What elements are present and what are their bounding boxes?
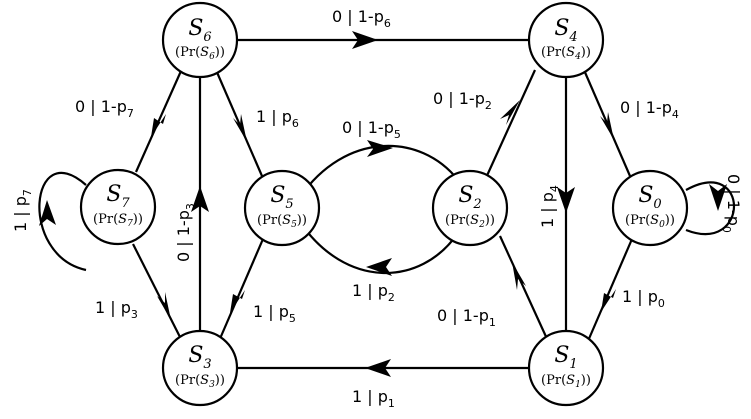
arrowhead-s6-s4 (352, 31, 378, 49)
arrowhead-s5-s2 (367, 140, 393, 157)
arrowhead-s6-s5 (233, 114, 247, 142)
arrowhead-s5-s3 (230, 290, 245, 313)
state-s0: S0 (Pr(S0)) (611, 169, 689, 247)
edge-s6-s5 (214, 69, 264, 177)
edge-s7-s7 (38, 171, 87, 272)
arrowhead-s7-s7 (39, 200, 56, 226)
arrowhead-s1-s2 (512, 262, 526, 290)
label-s6-s4: 0 | 1-p6 (332, 7, 391, 30)
label-s7-s6: 0 | 1-p7 (75, 97, 134, 120)
edge-s1-s2 (498, 235, 550, 342)
label-s5-s2: 0 | 1-p5 (342, 118, 401, 141)
arrowhead-s4-s0 (600, 112, 614, 140)
state-s3-probability: (Pr(S3)) (175, 373, 225, 390)
state-s2: S2 (Pr(S2)) (431, 169, 509, 247)
label-s3-s7: 1 | p3 (95, 298, 138, 321)
state-s3-circle (161, 329, 239, 407)
state-s4: S4 (Pr(S4)) (527, 1, 605, 79)
states: S6 (Pr(S6)) S4 (Pr(S4)) S7 (Pr(S7)) S5 (… (79, 1, 689, 407)
edge-labels: 0 | 1-p6 1 | p6 0 | 1-p7 1 | p7 1 | p3 0… (11, 7, 743, 410)
arrowhead-s0-s1 (601, 289, 616, 312)
arrowhead-s2-s4 (500, 100, 520, 125)
state-s2-probability: (Pr(S2)) (445, 213, 495, 230)
edge-s2-s4 (483, 69, 537, 181)
state-s5-probability: (Pr(S5)) (257, 213, 307, 230)
edges (38, 31, 736, 377)
state-s6-label: S6 (188, 16, 211, 45)
label-s4-s1: 1 | p4 (538, 185, 561, 228)
state-s1-label: S1 (554, 343, 577, 372)
state-s3: S3 (Pr(S3)) (161, 329, 239, 407)
state-s0-circle (611, 169, 689, 247)
state-s7-circle (79, 168, 157, 246)
state-s0-label: S0 (638, 183, 661, 212)
arrowhead-s3-s7 (157, 292, 171, 320)
edge-s3-s7 (132, 243, 183, 342)
state-s2-label: S2 (458, 183, 481, 212)
edge-s2-s5 (299, 221, 459, 275)
label-s1-s3: 1 | p1 (352, 387, 395, 410)
arrowhead-s0-s0 (709, 184, 727, 211)
arrowhead-s7-s6 (151, 114, 166, 137)
state-s1: S1 (Pr(S1)) (527, 329, 605, 407)
state-s4-label: S4 (554, 16, 577, 45)
state-s5-circle (243, 169, 321, 247)
arrowhead-s1-s3 (365, 359, 391, 377)
state-s2-circle (431, 169, 509, 247)
state-s6-circle (161, 1, 239, 79)
label-s3-s6: 0 | 1-p3 (174, 203, 197, 262)
edge-s0-s0 (685, 181, 736, 236)
label-s0-s0: 0 | 1-p0 (720, 174, 743, 233)
state-s7-label: S7 (106, 182, 130, 211)
arrowhead-s4-s1 (557, 187, 575, 213)
label-s6-s5: 1 | p6 (256, 107, 299, 130)
state-s4-probability: (Pr(S4)) (541, 45, 591, 62)
state-s1-probability: (Pr(S1)) (541, 373, 591, 390)
state-s3-label: S3 (188, 343, 211, 372)
state-s7-probability: (Pr(S7)) (93, 212, 143, 229)
arrowhead-s3-s6 (191, 186, 209, 212)
state-s1-circle (527, 329, 605, 407)
label-s5-s3: 1 | p5 (253, 302, 296, 325)
edge-s5-s3 (217, 238, 265, 342)
label-s0-s1: 1 | p0 (622, 287, 665, 310)
state-s7: S7 (Pr(S7)) (79, 168, 157, 246)
state-s5-label: S5 (270, 183, 293, 212)
state-s5: S5 (Pr(S5)) (243, 169, 321, 247)
label-s4-s0: 0 | 1-p4 (620, 98, 679, 121)
state-s6-probability: (Pr(S6)) (175, 45, 225, 62)
arrowhead-s2-s5 (366, 258, 392, 276)
state-s0-probability: (Pr(S0)) (625, 213, 675, 230)
edge-s0-s1 (586, 238, 634, 342)
edge-s5-s2 (299, 144, 459, 198)
label-s1-s2: 0 | 1-p1 (437, 306, 496, 329)
label-s2-s5: 1 | p2 (352, 281, 395, 304)
label-s7-s7: 1 | p7 (11, 189, 34, 232)
state-s4-circle (527, 1, 605, 79)
label-s2-s4: 0 | 1-p2 (433, 89, 492, 112)
state-s6: S6 (Pr(S6)) (161, 1, 239, 79)
